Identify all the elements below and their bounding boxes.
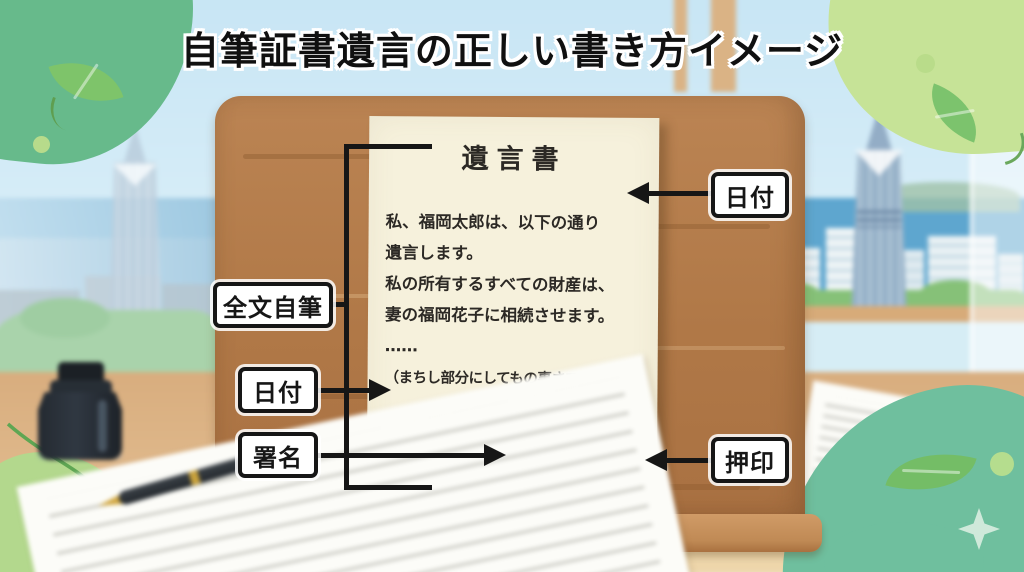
will-date-line: 令和〇年〇月〇日 — [384, 415, 517, 436]
tower-body — [851, 150, 907, 324]
window-mullion — [674, 0, 687, 92]
wood-grain — [635, 346, 785, 350]
arrow-left-icon — [627, 182, 649, 204]
green-dot — [33, 136, 50, 153]
signature-name: 福岡太郎 — [509, 456, 603, 482]
will-body-line: 私、福岡太郎は、以下の通り — [385, 212, 601, 233]
signature-row: 福岡太郎 福 — [509, 450, 644, 488]
arrow-left-icon — [645, 449, 667, 471]
signature-arrow-shaft — [316, 453, 486, 458]
label-date-left: 日付 — [238, 367, 318, 413]
label-full-text-handwritten: 全文自筆 — [213, 282, 333, 328]
vine-curve — [6, 422, 116, 572]
bracket-connector-line — [330, 302, 347, 307]
date-left-arrow-shaft — [317, 388, 371, 393]
bracket-vertical-line — [344, 144, 349, 490]
will-body-line: 妻の福岡花子に相続させます。 — [384, 305, 615, 326]
will-body-line: 私の所有するすべての財産は、 — [385, 274, 615, 295]
window-mullion — [711, 0, 736, 92]
leaf-vein — [902, 469, 961, 475]
will-body-line: 遺言します。 — [385, 243, 483, 263]
arrow-right-icon — [484, 444, 506, 466]
bracket-top-line — [344, 144, 432, 149]
seal-arrow-shaft — [666, 458, 714, 463]
wood-grain — [243, 154, 423, 159]
label-date-right: 日付 — [711, 172, 789, 218]
board-ledge — [200, 514, 822, 552]
bracket-bottom-line — [344, 485, 432, 490]
tree-top — [20, 298, 110, 338]
seal-stamp-icon: 福 — [608, 450, 644, 488]
green-dot — [990, 452, 1014, 476]
window-sill — [735, 306, 1024, 324]
will-body: 私、福岡太郎は、以下の通り 遺言します。 私の所有するすべての財産は、 妻の福岡… — [384, 206, 648, 488]
label-seal: 押印 — [711, 437, 789, 483]
date-right-arrow-shaft — [648, 191, 714, 196]
will-heading: 遺言書 — [461, 143, 567, 176]
will-ellipsis-line: …… — [384, 336, 418, 356]
arrow-right-icon — [369, 379, 391, 401]
tower-right — [835, 50, 925, 324]
tower-stripe-band — [857, 210, 901, 228]
will-note-line: （まちし部分にしてもの事さです） — [384, 370, 608, 388]
page-title: 自筆証書遺言の正しい書き方イメージ — [180, 29, 844, 73]
green-dot — [916, 54, 935, 73]
label-signature: 署名 — [238, 432, 318, 478]
